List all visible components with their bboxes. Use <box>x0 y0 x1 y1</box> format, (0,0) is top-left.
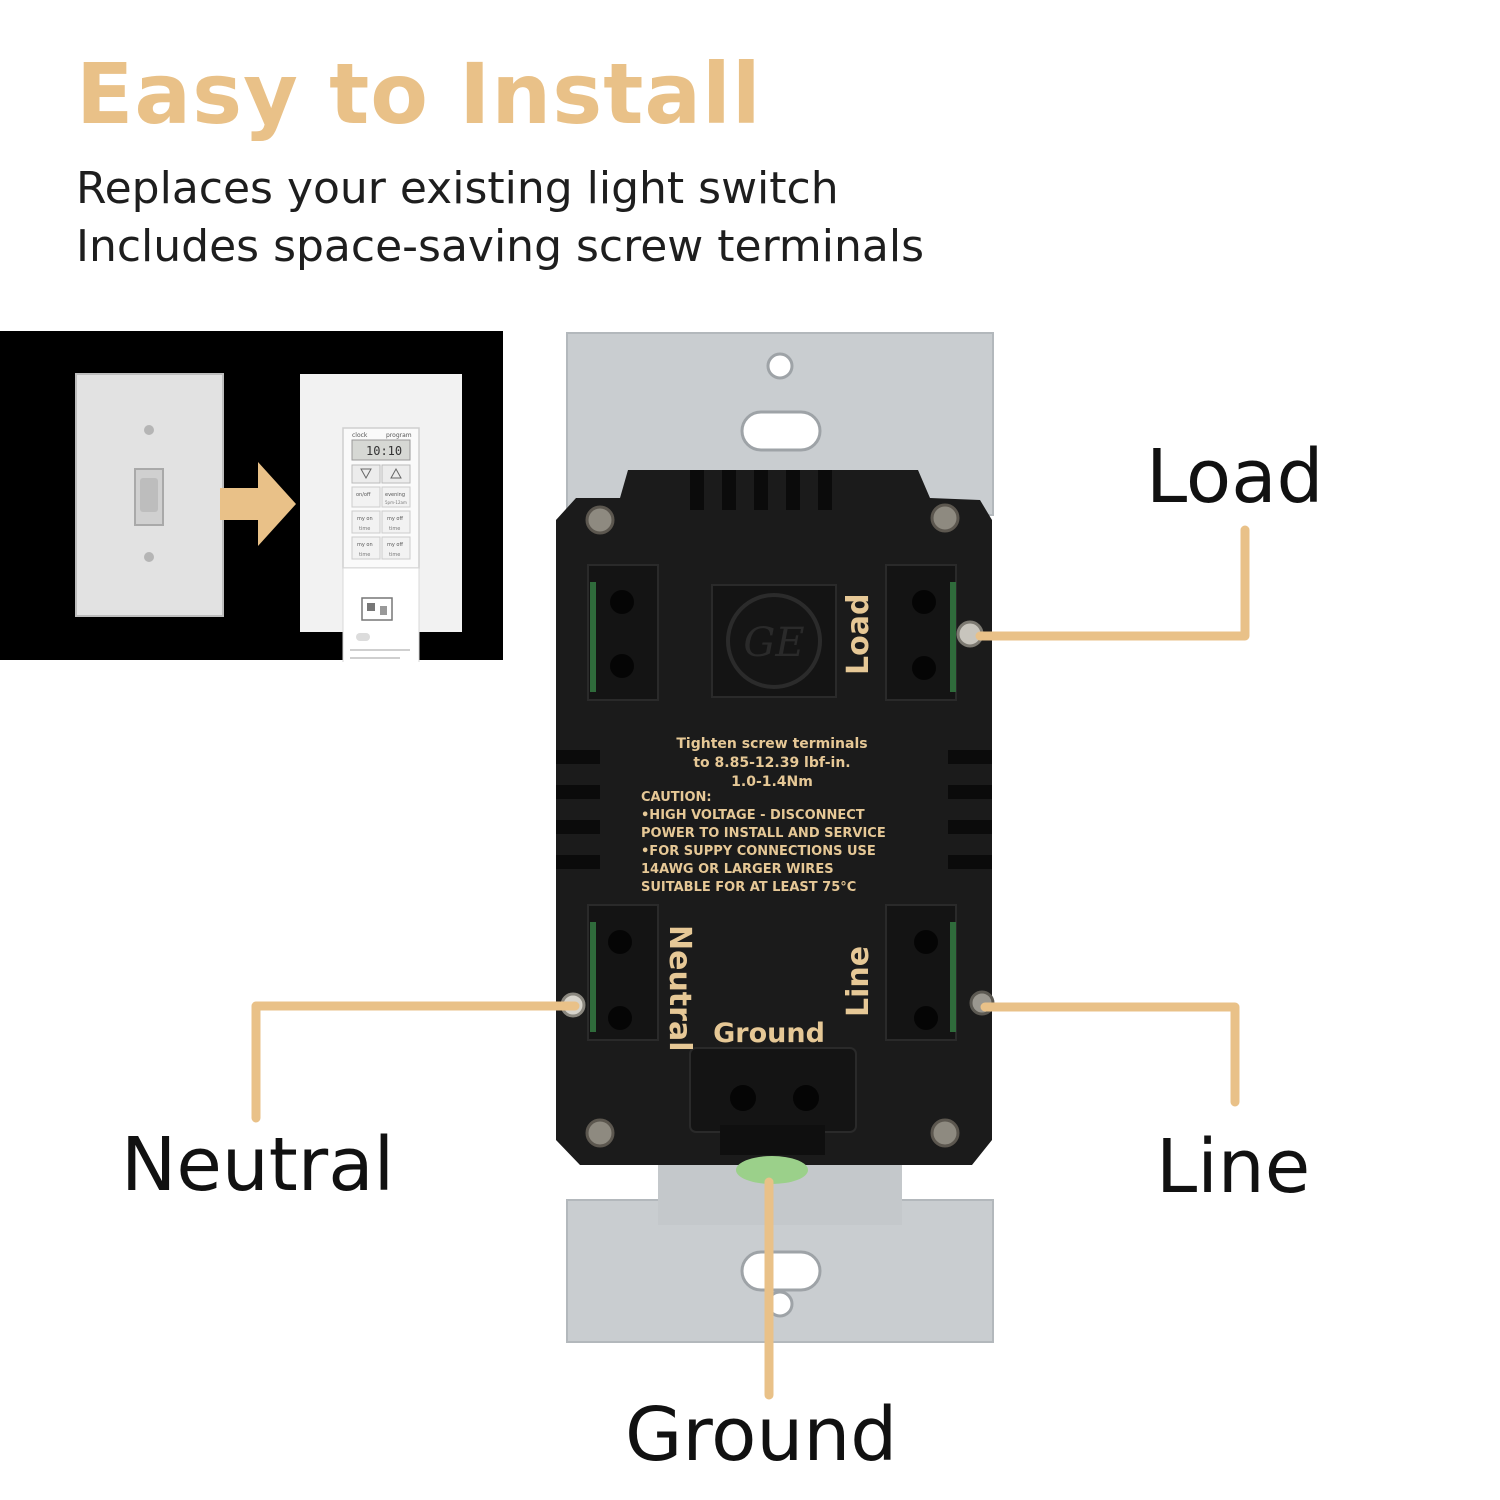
embossed-ground-label: Ground <box>713 1018 825 1049</box>
screw-icon <box>930 1118 960 1148</box>
chevron-down-icon <box>360 468 372 480</box>
caution-text: CAUTION: •HIGH VOLTAGE - DISCONNECT POWE… <box>641 790 886 895</box>
terminal-block-load <box>885 564 984 701</box>
mounting-slot-icon <box>740 1250 822 1292</box>
timer-button-label: my on <box>357 516 373 522</box>
terminal-block-top-left <box>587 564 659 701</box>
load-leader-line <box>975 525 1250 641</box>
neutral-callout-label: Neutral <box>121 1122 395 1208</box>
qr-code-icon <box>361 597 393 621</box>
ground-screw-icon <box>736 1156 808 1184</box>
terminal-block-ground <box>689 1047 857 1184</box>
screw-icon <box>144 552 154 562</box>
timer-button-label: on/off <box>356 492 371 498</box>
svg-text:SUITABLE FOR AT LEAST 75°C: SUITABLE FOR AT LEAST 75°C <box>641 880 856 895</box>
chevron-up-icon <box>390 467 402 479</box>
screw-icon <box>585 505 615 535</box>
timer-button-label: my off <box>387 542 403 548</box>
embossed-load-label: Load <box>841 594 876 675</box>
timer-button-label: time <box>359 526 370 532</box>
svg-text:14AWG OR LARGER WIRES: 14AWG OR LARGER WIRES <box>641 862 834 877</box>
svg-text:to 8.85-12.39 lbf-in.: to 8.85-12.39 lbf-in. <box>693 755 850 771</box>
svg-text:CAUTION:: CAUTION: <box>641 790 712 805</box>
toggle-lever-icon <box>140 478 158 512</box>
instruction-text: Tighten screw terminals to 8.85-12.39 lb… <box>676 736 867 790</box>
timer-button-label: 5pm-12am <box>385 500 407 505</box>
toggle-switch-plate <box>75 373 224 617</box>
subtitle-line-2: Includes space-saving screw terminals <box>76 221 924 272</box>
screw-icon <box>585 1118 615 1148</box>
line-callout-label: Line <box>1156 1124 1311 1210</box>
line-leader-line <box>980 1002 1240 1107</box>
subtitle-line-1: Replaces your existing light switch <box>76 163 839 214</box>
mounting-hole-icon <box>766 352 794 380</box>
ground-callout-label: Ground <box>625 1392 898 1478</box>
load-callout-label: Load <box>1146 434 1324 520</box>
mounting-slot-icon <box>740 410 822 452</box>
timer-button-label: time <box>359 552 370 558</box>
timer-tab-left: clock <box>352 432 368 439</box>
timer-button-label: my on <box>357 542 373 548</box>
timer-button-label: evening <box>385 492 405 498</box>
screw-icon <box>144 425 154 435</box>
callout-lines <box>251 525 1250 1400</box>
svg-text:Tighten screw terminals: Tighten screw terminals <box>676 736 867 752</box>
embossed-neutral-label: Neutral <box>662 925 697 1051</box>
timer-instruction-card <box>342 567 420 662</box>
page-title: Easy to Install <box>76 45 762 143</box>
arrow-right-icon <box>220 462 296 546</box>
timer-display: 10:10 <box>366 444 402 458</box>
svg-text:POWER TO INSTALL AND SERVICE: POWER TO INSTALL AND SERVICE <box>641 826 886 841</box>
ge-logo-icon <box>726 593 822 689</box>
svg-text:•FOR SUPPY CONNECTIONS USE: •FOR SUPPY CONNECTIONS USE <box>641 844 876 859</box>
before-after-illustration: clock program 10:10 on/off evening 5pm-1… <box>0 331 503 662</box>
mounting-bracket <box>566 332 994 1343</box>
timer-button-label: time <box>389 526 400 532</box>
embossed-line-label: Line <box>841 946 876 1017</box>
neutral-leader-line <box>251 1001 580 1123</box>
screw-icon <box>930 503 960 533</box>
svg-text:GE: GE <box>743 620 804 666</box>
timer-tab-right: program <box>386 432 412 439</box>
svg-text:1.0-1.4Nm: 1.0-1.4Nm <box>731 774 813 790</box>
timer-up-button <box>381 464 411 484</box>
timer-down-button <box>351 464 381 484</box>
timer-switch-plate: clock program 10:10 on/off evening 5pm-1… <box>300 374 462 662</box>
device-housing: GE Load Neutral Line Ground Tighten scre… <box>556 470 995 1184</box>
svg-text:•HIGH VOLTAGE - DISCONNECT: •HIGH VOLTAGE - DISCONNECT <box>641 808 865 823</box>
timer-button-label: time <box>389 552 400 558</box>
timer-button-label: my off <box>387 516 403 522</box>
